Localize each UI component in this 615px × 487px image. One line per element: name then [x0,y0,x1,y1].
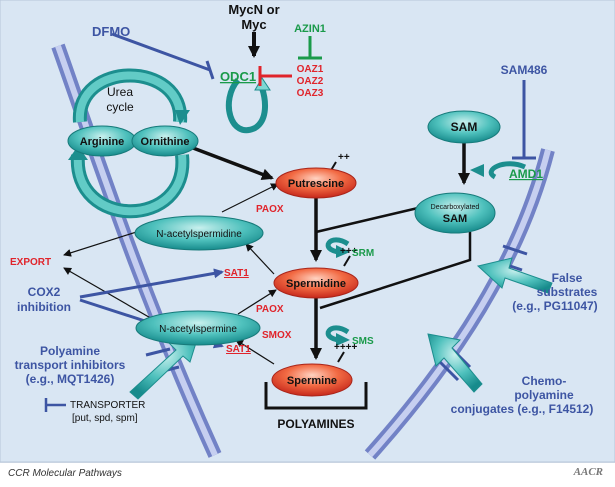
cox2-inhibition-label: inhibition [17,300,71,314]
decarboxylated-sam-label: SAM [443,213,467,225]
srm-label: SRM [352,248,374,259]
decarboxylated-sam-node [414,192,496,234]
n-acetylspermine-node [135,310,261,346]
decarboxylated-label: Decarboxylated [431,204,480,211]
polyamines-label: POLYAMINES [277,417,354,431]
transport-label-1: Polyamine [40,344,100,358]
sat1-label-lower: SAT1 [226,344,251,355]
cycle-label: cycle [106,100,134,114]
chemo-label-1: Chemo- [522,374,567,388]
cox2-label: COX2 [28,285,61,299]
mycn-label: MycN or [228,2,279,17]
export-label: EXPORT [10,257,51,268]
putrescine-label: Putrescine [288,178,344,190]
oaz3-label: OAZ3 [297,88,324,99]
spermine-node [271,363,353,397]
sat1-label-upper: SAT1 [224,268,249,279]
figure-footer: CCR Molecular Pathways AACR [0,462,615,487]
dfmo-label: DFMO [92,24,130,39]
urea-cycle-ring [68,68,190,219]
cell-membrane-right [364,148,555,460]
spermidine-charge: +++ [340,246,358,257]
false-substrate-arrow [476,257,553,294]
transporter-label: TRANSPORTER [70,400,145,411]
spermidine-node [273,267,359,299]
urea-label: Urea [107,85,133,99]
chemo-label-2: polyamine [514,388,574,402]
chemo-label-3: conjugates (e.g., F14512) [451,402,594,416]
myc-label: Myc [241,17,266,32]
spermidine-label: Spermidine [286,278,346,290]
putrescine-charge: ++ [338,152,350,163]
ornithine-node [131,125,199,157]
transport-label-2: transport inhibitors [15,358,126,372]
false-substrates-label-3: (e.g., PG11047) [512,299,597,313]
aacr-logo: AACR [573,466,603,478]
false-substrates-label-2: substrates [537,285,598,299]
pathway-arrows [63,32,472,410]
sms-cycle-arrow [325,325,350,346]
journal-label: CCR Molecular Pathways [8,468,122,479]
arginine-label: Arginine [80,136,125,148]
transporter-inhibitor-arrow [129,329,201,400]
polyamine-pathway-diagram: Urea cycle [0,0,615,463]
n-acetylspermine-label: N-acetylspermine [159,324,237,335]
n-acetylspermidine-node [134,215,264,251]
false-substrates-label-1: False [552,271,583,285]
n-acetylspermidine-label: N-acetylspermidine [156,229,242,240]
amd1-cycle-arrow [470,161,527,180]
putrescine-node [275,167,357,199]
spermine-charge: ++++ [334,342,358,353]
smox-label: SMOX [262,330,292,341]
oaz1-label: OAZ1 [297,64,324,75]
sam486-label: SAM486 [501,63,548,77]
srm-cycle-arrow [325,237,350,258]
amd1-label: AMD1 [509,167,543,181]
oaz2-label: OAZ2 [297,76,324,87]
paox-label-lower: PAOX [256,304,284,315]
transporter-sub-label: [put, spd, spm] [72,413,138,424]
transport-label-3: (e.g., MQT1426) [26,372,115,386]
azin1-label: AZIN1 [294,23,326,35]
sms-label: SMS [352,336,374,347]
paox-label-upper: PAOX [256,204,284,215]
sam-label: SAM [451,120,478,134]
spermine-label: Spermine [287,375,337,387]
sam-node [427,110,501,144]
odc1-label: ODC1 [220,69,256,84]
cell-membrane-left [51,43,222,458]
chemo-conjugate-arrow [427,333,483,393]
ornithine-label: Ornithine [141,136,190,148]
